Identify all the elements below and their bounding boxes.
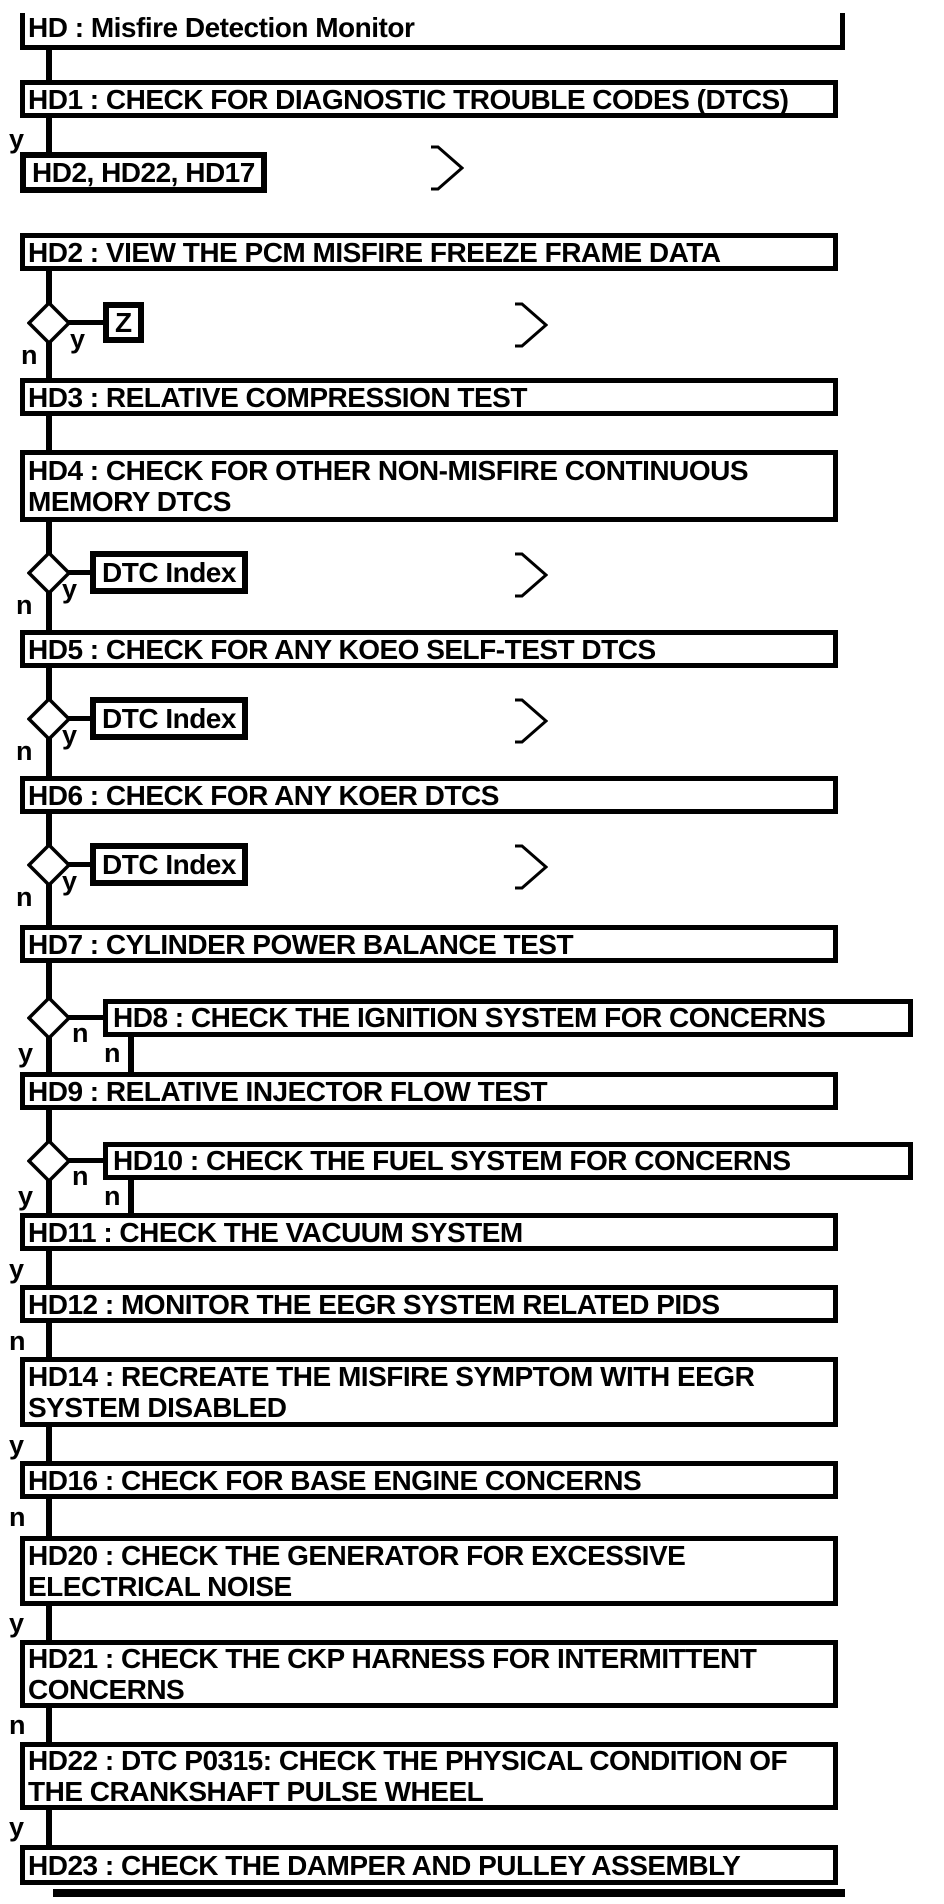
decision-diamond xyxy=(27,301,71,345)
decision-diamond xyxy=(27,551,71,595)
branch-label-no: n xyxy=(104,1181,121,1211)
branch-label-no: n xyxy=(9,1326,26,1356)
step-box-hd5: HD5 : CHECK FOR ANY KOEO SELF-TEST DTCS xyxy=(20,630,838,668)
decision-diamond xyxy=(27,697,71,741)
connector-line xyxy=(46,736,52,776)
connector-line-no-branch xyxy=(128,1037,134,1072)
connector-line xyxy=(64,716,92,721)
connector-line xyxy=(46,522,52,555)
connector-line xyxy=(64,862,92,867)
connector-line xyxy=(46,118,52,152)
connector-line xyxy=(46,416,52,450)
branch-label-yes: y xyxy=(9,1430,25,1460)
branch-label-no: n xyxy=(16,590,33,620)
step-box-hd21: HD21 : CHECK THE CKP HARNESS FOR INTERMI… xyxy=(20,1640,838,1708)
dtc-index-ref: DTC Index xyxy=(90,697,248,740)
step-box-hd2: HD2 : VIEW THE PCM MISFIRE FREEZE FRAME … xyxy=(20,233,838,271)
connector-line xyxy=(46,1110,52,1143)
step-box-hd12: HD12 : MONITOR THE EEGR SYSTEM RELATED P… xyxy=(20,1285,838,1323)
connector-line xyxy=(46,1323,52,1357)
step-box-hd10: HD10 : CHECK THE FUEL SYSTEM FOR CONCERN… xyxy=(103,1142,913,1180)
connector-line-no-branch xyxy=(128,1180,134,1213)
branch-label-yes: y xyxy=(62,866,78,896)
step-box-hd23: HD23 : CHECK THE DAMPER AND PULLEY ASSEM… xyxy=(20,1845,838,1885)
dtc-index-ref: DTC Index xyxy=(90,843,248,886)
branch-label-no: n xyxy=(72,1018,89,1048)
branch-label-yes: y xyxy=(18,1181,34,1211)
continuation-chevron-icon xyxy=(515,698,548,744)
connector-line xyxy=(46,1708,52,1742)
branch-label-yes: y xyxy=(62,720,78,750)
branch-label-yes: y xyxy=(9,1608,25,1638)
branch-label-no: n xyxy=(9,1710,26,1740)
connector-line xyxy=(64,570,92,575)
branch-label-yes: y xyxy=(62,574,78,604)
continuation-chevron-icon xyxy=(515,302,548,348)
dtc-index-ref: DTC Index xyxy=(90,551,248,594)
offpage-ref-z: Z xyxy=(103,302,144,343)
connector-line xyxy=(46,963,52,1000)
branch-label-yes: y xyxy=(18,1038,34,1068)
connector-line xyxy=(46,1810,52,1845)
connector-line xyxy=(46,271,52,305)
branch-label-yes: y xyxy=(70,324,86,354)
connector-line xyxy=(46,590,52,630)
branch-label-yes: y xyxy=(9,1254,25,1284)
connector-line xyxy=(46,1499,52,1536)
step-box-hd20: HD20 : CHECK THE GENERATOR FOR EXCESSIVE… xyxy=(20,1536,838,1606)
branch-label-yes: y xyxy=(9,124,25,154)
connector-line xyxy=(46,882,52,925)
connector-line xyxy=(46,1036,52,1072)
connector-line xyxy=(46,1179,52,1213)
decision-diamond xyxy=(27,996,71,1040)
step-box-hd14: HD14 : RECREATE THE MISFIRE SYMPTOM WITH… xyxy=(20,1357,838,1427)
step-box-hd6: HD6 : CHECK FOR ANY KOER DTCS xyxy=(20,776,838,814)
step-box-hd7: HD7 : CYLINDER POWER BALANCE TEST xyxy=(20,925,838,963)
connector-line xyxy=(64,1015,105,1020)
offpage-ref-dtc-list: HD2, HD22, HD17 xyxy=(20,152,267,193)
connector-line xyxy=(46,1606,52,1640)
connector-line xyxy=(46,1251,52,1285)
step-box-hd1: HD1 : CHECK FOR DIAGNOSTIC TROUBLE CODES… xyxy=(20,80,838,118)
connector-line xyxy=(46,814,52,847)
connector-line xyxy=(64,1158,105,1163)
continuation-chevron-icon xyxy=(515,844,548,890)
branch-label-no: n xyxy=(16,882,33,912)
step-box-hd3: HD3 : RELATIVE COMPRESSION TEST xyxy=(20,378,838,416)
connector-line xyxy=(46,340,52,378)
connector-line xyxy=(46,50,52,80)
branch-label-no: n xyxy=(104,1038,121,1068)
branch-label-no: n xyxy=(72,1161,89,1191)
step-box-hd8: HD8 : CHECK THE IGNITION SYSTEM FOR CONC… xyxy=(103,999,913,1037)
step-box-hd9: HD9 : RELATIVE INJECTOR FLOW TEST xyxy=(20,1072,838,1110)
cutoff-next-box-edge xyxy=(53,1889,845,1897)
step-box-hd4: HD4 : CHECK FOR OTHER NON-MISFIRE CONTIN… xyxy=(20,450,838,522)
step-box-hd11: HD11 : CHECK THE VACUUM SYSTEM xyxy=(20,1213,838,1251)
connector-line xyxy=(46,668,52,701)
branch-label-no: n xyxy=(16,736,33,766)
connector-line xyxy=(46,1427,52,1461)
decision-diamond xyxy=(27,843,71,887)
step-box-hd16: HD16 : CHECK FOR BASE ENGINE CONCERNS xyxy=(20,1461,838,1499)
step-box-hd22: HD22 : DTC P0315: CHECK THE PHYSICAL CON… xyxy=(20,1742,838,1810)
branch-label-no: n xyxy=(21,340,38,370)
branch-label-yes: y xyxy=(9,1812,25,1842)
connector-line xyxy=(64,320,105,325)
branch-label-no: n xyxy=(9,1502,26,1532)
continuation-chevron-icon xyxy=(431,145,464,191)
flowchart-title: HD : Misfire Detection Monitor xyxy=(20,12,845,50)
decision-diamond xyxy=(27,1139,71,1183)
continuation-chevron-icon xyxy=(515,552,548,598)
